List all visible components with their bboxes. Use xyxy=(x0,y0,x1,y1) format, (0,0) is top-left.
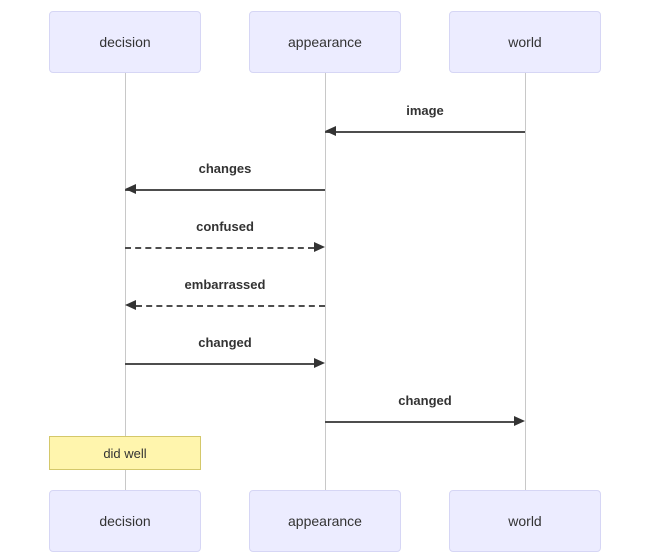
participant-box-appearance-bottom[interactable]: appearance xyxy=(249,490,401,552)
arrowhead-left-icon xyxy=(125,300,136,310)
participant-box-world-bottom[interactable]: world xyxy=(449,490,601,552)
arrowhead-left-icon xyxy=(325,126,336,136)
participant-box-appearance-top[interactable]: appearance xyxy=(249,11,401,73)
message-line-changed-2 xyxy=(325,421,514,423)
message-line-confused xyxy=(125,247,314,249)
message-label-image: image xyxy=(406,103,444,118)
message-label-changed-2: changed xyxy=(398,393,452,408)
lifeline-world xyxy=(525,73,526,490)
lifeline-decision xyxy=(125,73,126,490)
note-label-did-well: did well xyxy=(103,445,147,461)
arrowhead-right-icon xyxy=(314,358,325,368)
participant-label-world-bottom: world xyxy=(508,513,542,529)
message-line-image xyxy=(325,131,525,133)
lifeline-appearance xyxy=(325,73,326,490)
note-did-well[interactable]: did well xyxy=(49,436,201,470)
message-label-confused: confused xyxy=(196,219,254,234)
message-label-embarrassed: embarrassed xyxy=(184,277,266,292)
participant-label-appearance-bottom: appearance xyxy=(288,513,362,529)
participant-box-world-top[interactable]: world xyxy=(449,11,601,73)
participant-label-world-top: world xyxy=(508,34,542,50)
message-line-changed-1 xyxy=(125,363,314,365)
arrowhead-right-icon xyxy=(314,242,325,252)
message-label-changed-1: changed xyxy=(198,335,252,350)
message-line-embarrassed xyxy=(136,305,325,307)
arrowhead-left-icon xyxy=(125,184,136,194)
message-line-changes xyxy=(125,189,325,191)
participant-label-decision-bottom: decision xyxy=(99,513,151,529)
participant-box-decision-bottom[interactable]: decision xyxy=(49,490,201,552)
participant-box-decision-top[interactable]: decision xyxy=(49,11,201,73)
participant-label-appearance-top: appearance xyxy=(288,34,362,50)
participant-label-decision-top: decision xyxy=(99,34,151,50)
arrowhead-right-icon xyxy=(514,416,525,426)
message-label-changes: changes xyxy=(198,161,252,176)
